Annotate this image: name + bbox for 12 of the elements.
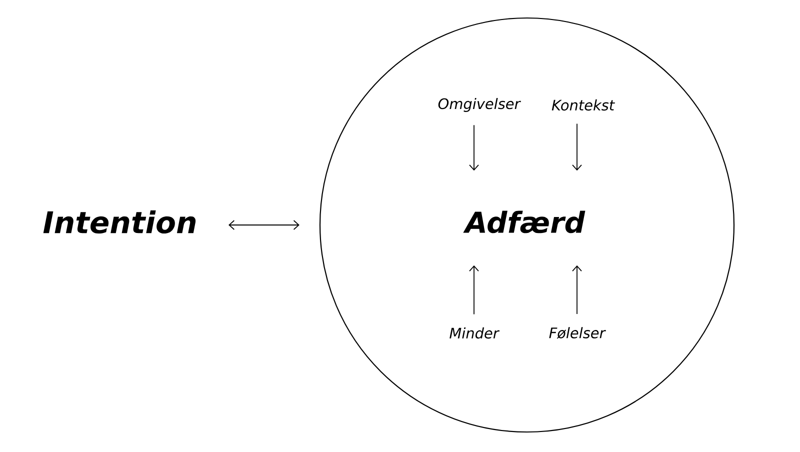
factor-label: Følelser (549, 327, 606, 339)
arrow (469, 265, 479, 315)
factor-label: Kontekst (552, 99, 615, 111)
arrow (572, 265, 582, 314)
large-circle (319, 17, 735, 433)
center-text: Adfærd (463, 210, 586, 234)
factor-label: Omgivelser (438, 98, 521, 112)
arrow (572, 123, 582, 171)
factor-label: Minder (450, 327, 500, 339)
arrow (469, 124, 479, 171)
title-text: Intention (43, 210, 196, 234)
arrow (228, 220, 300, 230)
